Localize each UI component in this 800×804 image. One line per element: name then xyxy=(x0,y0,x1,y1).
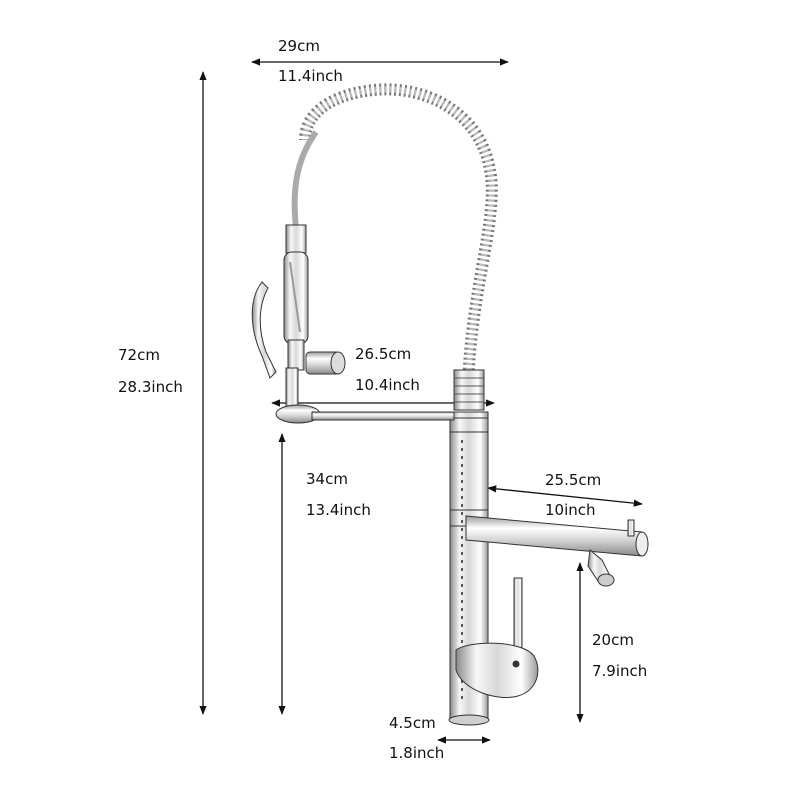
label-spout-length-cm: 25.5cm xyxy=(545,471,602,489)
label-spout-height-cm: 20cm xyxy=(592,631,634,649)
label-height-body-inch: 13.4inch xyxy=(306,501,371,519)
label-height-total-inch: 28.3inch xyxy=(118,378,183,396)
label-height-body-cm: 34cm xyxy=(306,470,348,488)
label-base-diameter-cm: 4.5cm xyxy=(389,714,436,732)
label-width-top-cm: 29cm xyxy=(278,37,320,55)
label-reach-arm-cm: 26.5cm xyxy=(355,345,412,363)
label-height-total-cm: 72cm xyxy=(118,346,160,364)
dimension-lines xyxy=(199,58,643,744)
label-base-diameter-inch: 1.8inch xyxy=(389,744,445,762)
faucet-body xyxy=(251,83,649,726)
label-width-top-inch: 11.4inch xyxy=(278,67,343,85)
label-reach-arm-inch: 10.4inch xyxy=(355,376,420,394)
label-spout-height-inch: 7.9inch xyxy=(592,662,648,680)
label-spout-length-inch: 10inch xyxy=(545,501,596,519)
dim-line-spout-length xyxy=(487,485,643,507)
